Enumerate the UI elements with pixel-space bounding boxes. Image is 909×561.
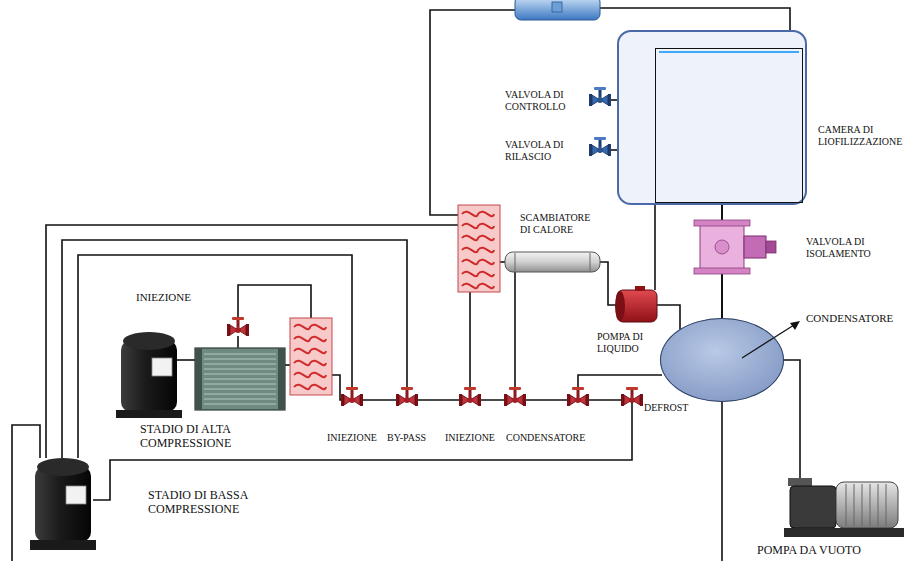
condenser-label: CONDENSATORE bbox=[806, 312, 893, 325]
condenser-vessel: CONDENSATORE bbox=[660, 318, 784, 402]
valve-label: DEFROST bbox=[644, 402, 688, 414]
vacuum-pump bbox=[784, 478, 904, 537]
valve-label: INIEZIONE bbox=[136, 291, 226, 304]
compressor-label: STADIO DI ALTA COMPRESSIONE bbox=[140, 423, 270, 451]
chamber-shelf-line bbox=[659, 51, 799, 53]
injection-valve bbox=[227, 317, 249, 336]
plate-heat-exchanger bbox=[195, 348, 285, 410]
receiver-tank bbox=[515, 0, 600, 20]
chamber-valves bbox=[589, 87, 611, 156]
isolation-valve bbox=[694, 220, 776, 274]
valve-label: BY-PASS bbox=[387, 432, 426, 444]
valve-label: INIEZIONE bbox=[445, 432, 495, 444]
chamber-inner-frame bbox=[655, 48, 803, 203]
red-coil-exchanger bbox=[290, 318, 332, 395]
chamber-label: CAMERA DI LIOFILIZZAZIONE bbox=[818, 124, 904, 147]
exchanger-label: SCAMBIATORE DI CALORE bbox=[520, 212, 602, 235]
heat-exchanger-tube bbox=[505, 252, 600, 272]
valve-label: CONDENSATORE bbox=[506, 432, 585, 444]
manifold-valves bbox=[341, 387, 643, 406]
liquid-pump bbox=[615, 286, 657, 322]
pump-label: POMPA DA VUOTO bbox=[757, 544, 861, 558]
pump-label: POMPA DI LIQUIDO bbox=[597, 331, 659, 354]
condenser-vessel bbox=[660, 318, 800, 402]
valve-label: VALVOLA DI ISOLAMENTO bbox=[806, 236, 898, 259]
freeze-drying-chamber: CAMERA DI LIOFILIZZAZIONE bbox=[617, 30, 807, 205]
valve-label: INIEZIONE bbox=[327, 432, 377, 444]
high-stage-compressor bbox=[116, 332, 182, 418]
compressor-label: STADIO DI BASSA COMPRESSIONE bbox=[148, 489, 288, 517]
low-stage-compressor bbox=[30, 458, 96, 550]
valve-label: VALVOLA DI RILASCIO bbox=[505, 139, 590, 162]
valve-label: VALVOLA DI CONTROLLO bbox=[505, 89, 590, 112]
red-coil-exchanger bbox=[458, 205, 500, 292]
